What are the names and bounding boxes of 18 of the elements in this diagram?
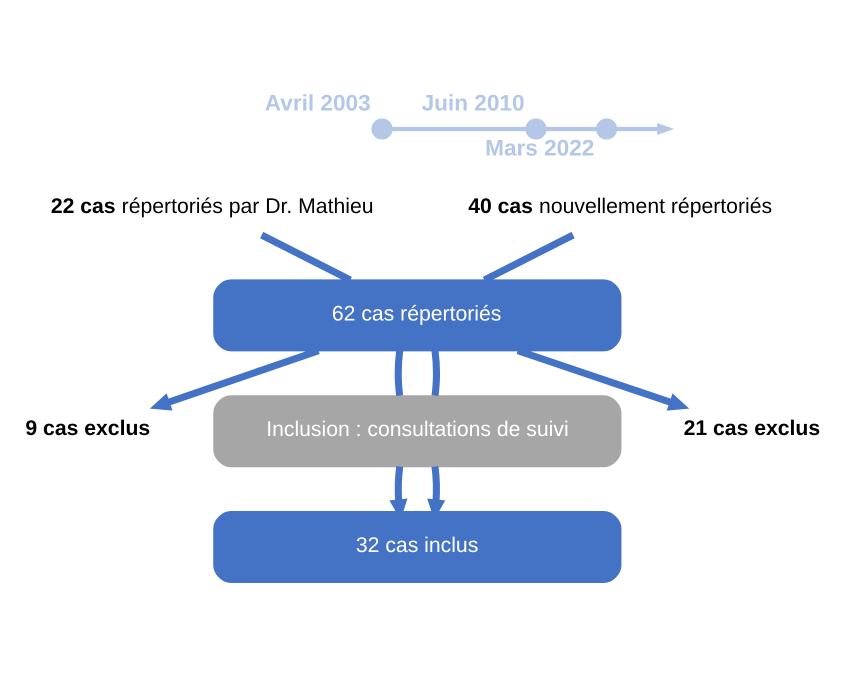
node-circle	[596, 118, 618, 140]
node-label: Juin 2010	[422, 90, 525, 115]
node-box: 32 cas inclus	[213, 510, 622, 583]
node-text: 9 cas exclus	[25, 416, 150, 440]
node-text: 22 cas répertoriés par Dr. Mathieu	[50, 194, 374, 218]
node-text: 21 cas exclus	[684, 416, 820, 440]
connector	[431, 350, 440, 396]
connector	[394, 350, 404, 396]
arrow	[616, 122, 674, 134]
connector	[392, 126, 526, 131]
node-label: Avril 2003	[264, 90, 371, 115]
node-circle	[371, 118, 393, 140]
node-box: Inclusion : consultations de suivi	[213, 394, 622, 467]
node-text: 40 cas nouvellement répertoriés	[468, 194, 772, 218]
node-label: Mars 2022	[485, 135, 594, 160]
connector	[546, 126, 597, 131]
node-box: 62 cas répertoriés	[213, 278, 622, 351]
node-circle	[525, 118, 547, 140]
